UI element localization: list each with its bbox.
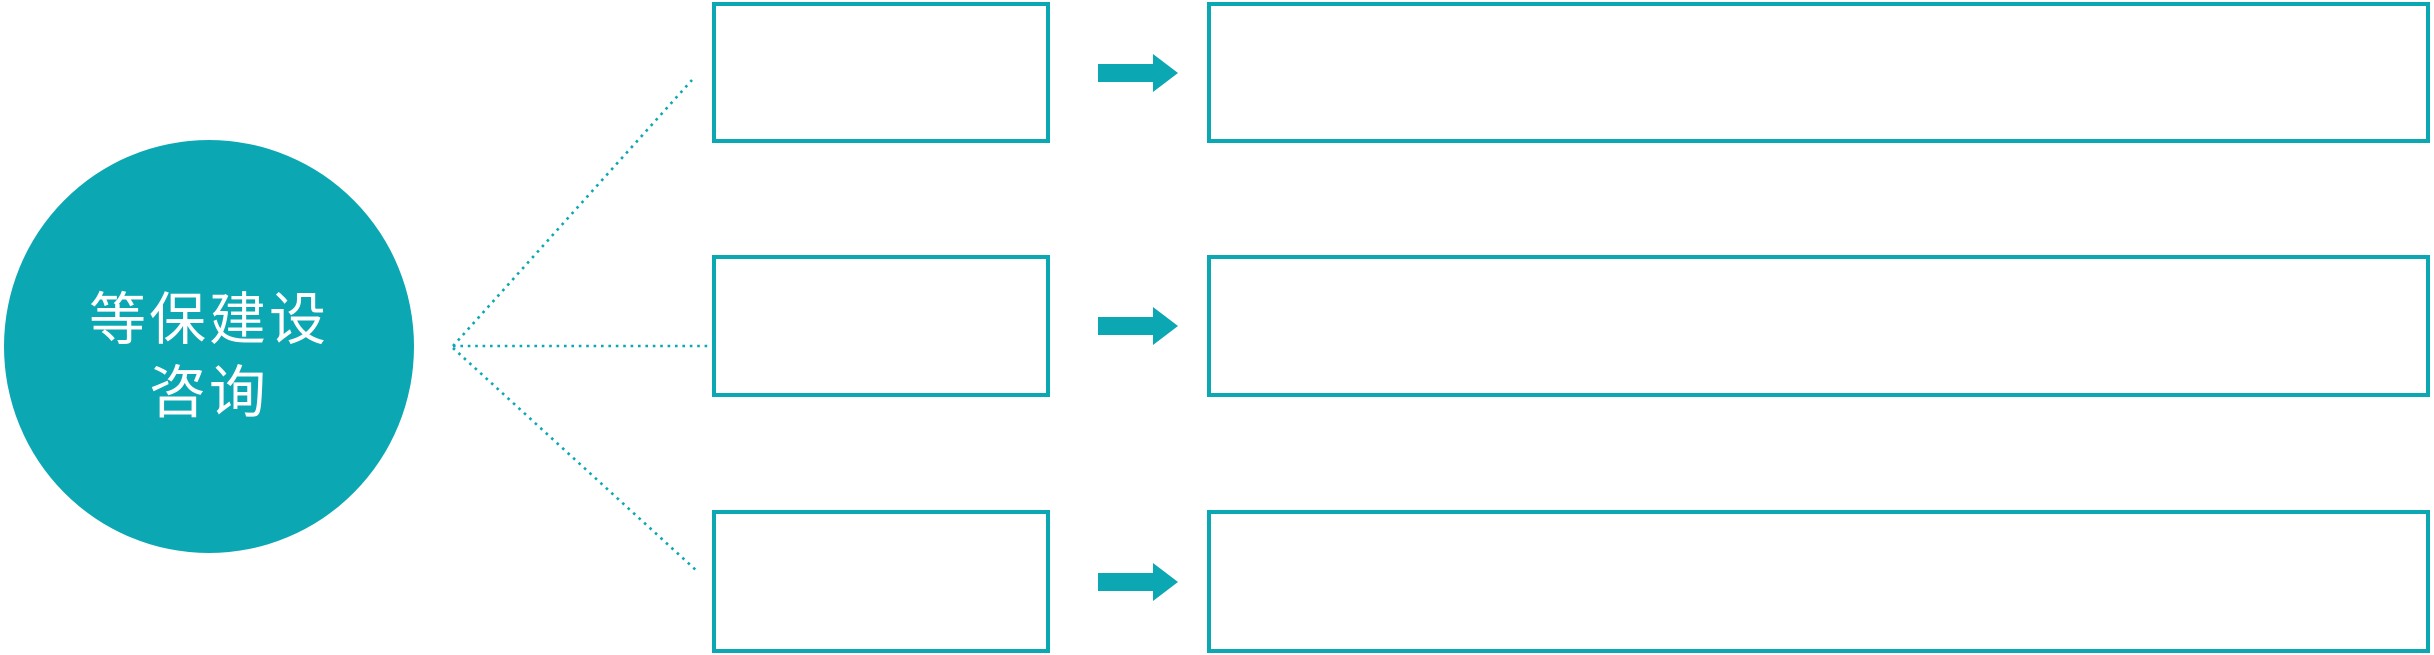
large-box-row-3 bbox=[1207, 510, 2430, 653]
topic-circle-label-line1: 等保建设 bbox=[89, 287, 329, 352]
right-arrow-icon bbox=[1098, 307, 1178, 345]
large-box-row-1-text bbox=[1211, 6, 2426, 139]
large-box-row-1 bbox=[1207, 2, 2430, 143]
small-box-row-1-text bbox=[716, 6, 1046, 139]
small-box-row-3 bbox=[712, 510, 1050, 653]
small-box-row-1 bbox=[712, 2, 1050, 143]
small-box-row-2-text bbox=[716, 259, 1046, 393]
large-box-row-3-text bbox=[1211, 514, 2426, 649]
large-box-row-2-text bbox=[1211, 259, 2426, 393]
topic-circle: 等保建设 咨询 bbox=[4, 140, 414, 553]
right-arrow-icon bbox=[1098, 562, 1178, 601]
small-box-row-3-text bbox=[716, 514, 1046, 649]
diagram-row-3 bbox=[0, 510, 2434, 653]
diagram-row-1 bbox=[0, 2, 2434, 143]
topic-circle-label-line2: 咨询 bbox=[149, 360, 269, 425]
diagram-row-2 bbox=[0, 255, 2434, 397]
large-box-row-2 bbox=[1207, 255, 2430, 397]
small-box-row-2 bbox=[712, 255, 1050, 397]
right-arrow-icon bbox=[1098, 53, 1178, 92]
